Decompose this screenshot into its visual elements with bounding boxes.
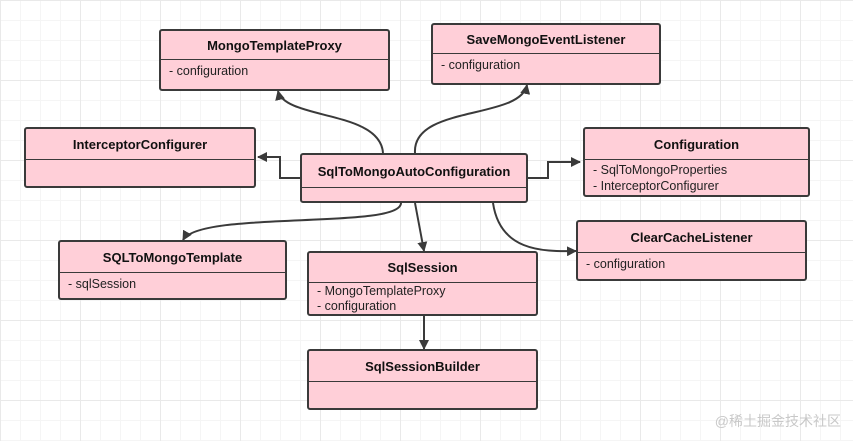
class-name: SqlSessionBuilder — [309, 351, 536, 382]
class-field: - sqlSession — [68, 277, 137, 291]
arrow-to-mongo-template-proxy — [275, 90, 384, 154]
class-name: SqlToMongoAutoConfiguration — [302, 155, 526, 188]
arrow-to-clear-cache-listener — [492, 202, 577, 257]
class-field: - configuration — [441, 58, 521, 72]
class-field: - configuration — [169, 64, 249, 78]
class-field: - InterceptorConfigurer — [593, 179, 719, 193]
class-sql-to-mongo-template[interactable]: SQLToMongoTemplate - sqlSession — [58, 240, 287, 300]
class-sql-to-mongo-auto-configuration[interactable]: SqlToMongoAutoConfiguration — [300, 153, 528, 203]
arrow-to-interceptor-configurer — [257, 152, 301, 179]
class-fields: - sqlSession — [60, 273, 285, 295]
class-name: SaveMongoEventListener — [433, 25, 659, 54]
class-field: - SqlToMongoProperties — [593, 163, 728, 177]
class-name: ClearCacheListener — [578, 222, 805, 253]
class-clear-cache-listener[interactable]: ClearCacheListener - configuration — [576, 220, 807, 281]
class-fields: - configuration — [578, 253, 805, 275]
class-fields — [26, 160, 254, 166]
class-fields: - configuration — [161, 60, 388, 82]
class-name: InterceptorConfigurer — [26, 129, 254, 160]
arrow-to-sql-to-mongo-template — [182, 202, 402, 241]
class-field: - configuration — [586, 257, 666, 271]
class-name: SQLToMongoTemplate — [60, 242, 285, 273]
class-sql-session[interactable]: SqlSession - MongoTemplateProxy - config… — [307, 251, 538, 316]
class-save-mongo-event-listener[interactable]: SaveMongoEventListener - configuration — [431, 23, 661, 85]
class-name: Configuration — [585, 129, 808, 160]
arrow-to-save-mongo-event-listener — [413, 84, 531, 154]
class-configuration[interactable]: Configuration - SqlToMongoProperties - I… — [583, 127, 810, 197]
class-mongo-template-proxy[interactable]: MongoTemplateProxy - configuration — [159, 29, 390, 91]
class-field: - configuration — [317, 299, 397, 313]
class-fields — [302, 188, 526, 194]
class-fields: - MongoTemplateProxy - configuration — [309, 283, 536, 317]
arrow-to-sql-session — [414, 202, 428, 252]
class-fields — [309, 382, 536, 388]
class-name: MongoTemplateProxy — [161, 31, 388, 60]
class-name: SqlSession — [309, 253, 536, 283]
class-interceptor-configurer[interactable]: InterceptorConfigurer — [24, 127, 256, 188]
watermark: @稀土掘金技术社区 — [714, 413, 841, 429]
class-fields: - SqlToMongoProperties - InterceptorConf… — [585, 160, 808, 197]
class-fields: - configuration — [433, 54, 659, 76]
class-field: - MongoTemplateProxy — [317, 284, 446, 298]
arrow-to-configuration — [527, 157, 581, 179]
class-sql-session-builder[interactable]: SqlSessionBuilder — [307, 349, 538, 410]
